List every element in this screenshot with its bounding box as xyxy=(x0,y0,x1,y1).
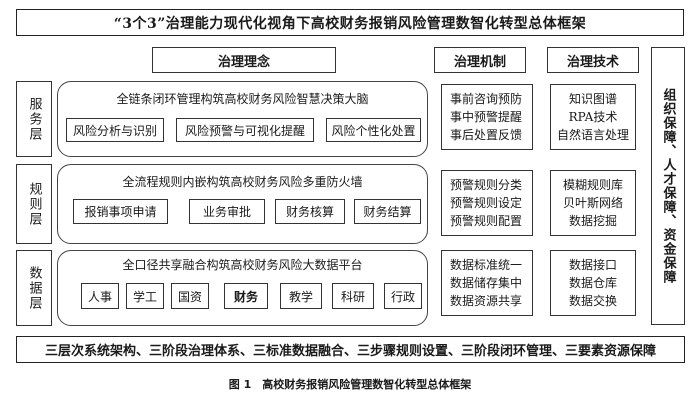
mechanism-service: 事前咨询预防 事中预警提醒 事后处置反馈 xyxy=(441,84,533,150)
framework-summary: 三层次系统架构、三阶段治理体系、三标准数据融合、三步骤规则设置、三阶段闭环管理、… xyxy=(16,336,685,363)
layer-label-data: 数据层 xyxy=(16,250,52,326)
mechanism-line: 预警规则分类 xyxy=(450,178,523,192)
technology-service: 知识图谱 RPA技术 自然语言处理 xyxy=(550,84,636,150)
technology-rules: 模糊规则库 贝叶斯网络 数据挖掘 xyxy=(550,170,636,236)
technology-data: 数据接口 数据仓库 数据交换 xyxy=(550,250,636,316)
rules-item-3: 财务核算 xyxy=(275,199,345,224)
mechanism-line: 事后处置反馈 xyxy=(450,128,523,142)
data-item-7: 行政 xyxy=(384,283,422,309)
technology-line: 数据交换 xyxy=(568,294,617,308)
layer-name: 服务层 xyxy=(26,96,42,142)
technology-line: 知识图谱 xyxy=(568,92,617,106)
technology-line: RPA技术 xyxy=(568,110,618,124)
rules-item-2: 业务审批 xyxy=(189,199,265,224)
layer-name: 数据层 xyxy=(26,265,42,311)
technology-line: 贝叶斯网络 xyxy=(562,196,623,210)
header-technology: 治理技术 xyxy=(547,47,639,73)
mechanism-rules: 预警规则分类 预警规则设定 预警规则配置 xyxy=(441,170,533,236)
data-item-6: 科研 xyxy=(332,283,374,309)
technology-line: 数据挖掘 xyxy=(568,214,617,228)
mechanism-line: 数据资源共享 xyxy=(450,294,523,308)
data-item-5: 教学 xyxy=(280,283,322,309)
layer-label-rules: 规则层 xyxy=(16,164,52,244)
technology-line: 数据接口 xyxy=(568,258,617,272)
technology-line: 模糊规则库 xyxy=(562,178,623,192)
service-item-1: 风险分析与识别 xyxy=(66,118,164,142)
layer-label-service: 服务层 xyxy=(16,81,52,157)
framework-title: “3个3”治理能力现代化视角下高校财务报销风险管理数智化转型总体框架 xyxy=(16,9,684,36)
guarantee-column: 组织保障、人才保障、资金保障 xyxy=(651,47,685,325)
header-concept: 治理理念 xyxy=(152,47,336,73)
figure-caption: 图 1 高校财务报销风险管理数智化转型总体框架 xyxy=(228,378,472,391)
data-item-4: 财务 xyxy=(224,283,268,309)
layer-headline: 全口径共享融合构筑高校财务风险大数据平台 xyxy=(122,258,363,272)
technology-line: 数据仓库 xyxy=(568,276,617,290)
layer-headline: 全链条闭环管理构筑高校财务风险智慧决策大脑 xyxy=(116,92,369,106)
mechanism-line: 事中预警提醒 xyxy=(450,110,523,124)
header-mechanism: 治理机制 xyxy=(434,47,526,73)
data-item-3: 国资 xyxy=(171,283,209,309)
rules-item-4: 财务结算 xyxy=(354,199,421,224)
technology-line: 自然语言处理 xyxy=(556,128,629,142)
mechanism-line: 预警规则配置 xyxy=(450,214,523,228)
mechanism-data: 数据标准统一 数据储存集中 数据资源共享 xyxy=(441,250,533,316)
mechanism-line: 预警规则设定 xyxy=(450,196,523,210)
service-item-2: 风险预警与可视化提醒 xyxy=(176,118,314,142)
layer-headline: 全流程规则内嵌构筑高校财务风险多重防火墙 xyxy=(122,175,363,189)
service-item-3: 风险个性化处置 xyxy=(326,118,421,142)
mechanism-line: 数据标准统一 xyxy=(450,258,523,272)
data-item-1: 人事 xyxy=(81,283,119,309)
layer-name: 规则层 xyxy=(26,181,42,227)
mechanism-line: 数据储存集中 xyxy=(450,276,523,290)
mechanism-line: 事前咨询预防 xyxy=(450,92,523,106)
data-item-2: 学工 xyxy=(126,283,164,309)
rules-item-1: 报销事项申请 xyxy=(73,199,168,224)
